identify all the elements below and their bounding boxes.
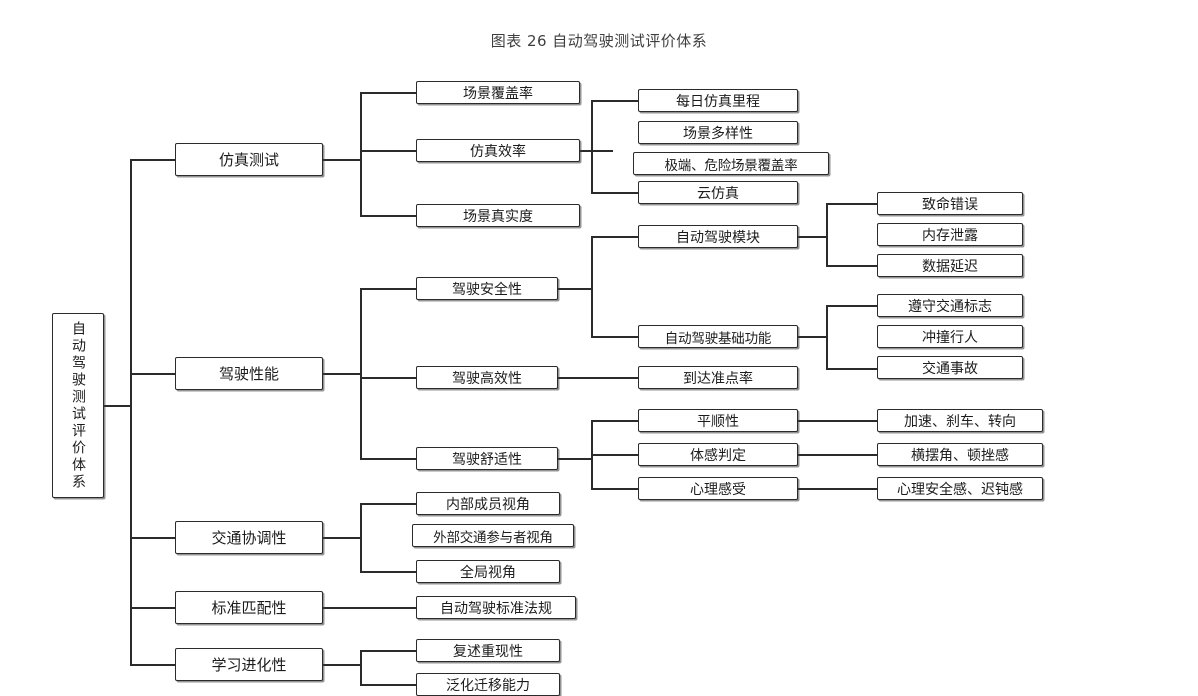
connector-module-vertical bbox=[826, 203, 828, 265]
connector-sim-to-efficiency bbox=[360, 150, 417, 152]
connector-sim-to-coverage bbox=[360, 92, 417, 94]
node-external-participant-view[interactable]: 外部交通参与者视角 bbox=[412, 524, 574, 547]
connector-efficiency-out bbox=[580, 150, 613, 152]
node-data-latency[interactable]: 数据延迟 bbox=[877, 254, 1023, 277]
connector-module-to-fatal bbox=[826, 203, 877, 205]
node-fatal-error[interactable]: 致命错误 bbox=[877, 192, 1023, 215]
node-simulation-test[interactable]: 仿真测试 bbox=[175, 143, 323, 176]
connector-psych-to-safety-feel bbox=[798, 488, 877, 490]
connector-basic-to-accident bbox=[826, 368, 877, 370]
connector-traffic-out bbox=[322, 537, 362, 539]
node-learning-evolution[interactable]: 学习进化性 bbox=[175, 648, 323, 681]
connector-trunk-to-learning bbox=[130, 664, 176, 666]
connector-safety-vertical bbox=[591, 236, 593, 337]
connector-efficiency-to-cloudsim bbox=[591, 192, 639, 194]
node-internal-occupant-view[interactable]: 内部成员视角 bbox=[416, 492, 560, 515]
connector-driveeff-to-punctual bbox=[558, 377, 640, 379]
node-accel-brake-steer[interactable]: 加速、刹车、转向 bbox=[877, 409, 1043, 432]
connector-module-to-latency bbox=[826, 265, 877, 267]
node-generalization-transfer[interactable]: 泛化迁移能力 bbox=[416, 673, 560, 696]
connector-perf-to-comfort bbox=[360, 458, 417, 460]
node-yaw-angle-jerk[interactable]: 横摆角、顿挫感 bbox=[877, 443, 1043, 466]
connector-traffic-vertical bbox=[360, 503, 362, 571]
node-scenario-fidelity[interactable]: 场景真实度 bbox=[416, 204, 580, 227]
connector-safety-out bbox=[558, 288, 593, 290]
connector-learning-vertical bbox=[360, 650, 362, 685]
connector-traffic-to-internal bbox=[360, 503, 417, 505]
connector-learning-to-transfer bbox=[360, 684, 417, 686]
connector-basic-vertical bbox=[826, 305, 828, 368]
node-smoothness[interactable]: 平顺性 bbox=[638, 409, 798, 432]
connector-trunk-to-sim bbox=[130, 159, 176, 161]
connector-standard-to-regulation bbox=[322, 607, 417, 609]
node-autonomous-driving-module[interactable]: 自动驾驶模块 bbox=[638, 225, 798, 248]
connector-comfort-to-bodyfeel bbox=[591, 454, 640, 456]
node-pedestrian-collision[interactable]: 冲撞行人 bbox=[877, 325, 1023, 348]
connector-perf-out bbox=[322, 373, 362, 375]
node-traffic-accident[interactable]: 交通事故 bbox=[877, 356, 1023, 379]
connector-perf-vertical bbox=[360, 288, 362, 459]
node-daily-sim-mileage[interactable]: 每日仿真里程 bbox=[638, 89, 798, 112]
node-standard-matching[interactable]: 标准匹配性 bbox=[175, 591, 323, 624]
figure-title: 图表 26 自动驾驶测试评价体系 bbox=[490, 32, 708, 50]
node-psych-safety-dullness[interactable]: 心理安全感、迟钝感 bbox=[877, 477, 1043, 500]
node-body-sensation[interactable]: 体感判定 bbox=[638, 443, 798, 466]
connector-sim-out bbox=[322, 159, 362, 161]
node-ad-standards-regulations[interactable]: 自动驾驶标准法规 bbox=[416, 596, 576, 619]
connector-basic-out bbox=[798, 336, 828, 338]
connector-perf-to-efficiency bbox=[360, 377, 417, 379]
connector-root-trunk bbox=[104, 405, 132, 407]
connector-trunk-to-traffic bbox=[130, 537, 176, 539]
node-root[interactable]: 自动驾驶测试评价体系 bbox=[52, 313, 104, 498]
connector-trunk-to-standard bbox=[130, 607, 176, 609]
connector-smooth-to-accel bbox=[798, 420, 877, 422]
node-scenario-diversity[interactable]: 场景多样性 bbox=[638, 121, 798, 144]
node-driving-safety[interactable]: 驾驶安全性 bbox=[416, 277, 558, 300]
connector-safety-to-module bbox=[591, 236, 640, 238]
node-scenario-coverage[interactable]: 场景覆盖率 bbox=[416, 81, 580, 104]
connector-bodyfeel-to-yaw bbox=[798, 454, 877, 456]
connector-learning-to-repeat bbox=[360, 650, 417, 652]
node-global-view[interactable]: 全局视角 bbox=[416, 560, 560, 583]
node-driving-performance[interactable]: 驾驶性能 bbox=[175, 357, 323, 390]
connector-learning-out bbox=[322, 664, 362, 666]
connector-traffic-to-global bbox=[360, 571, 417, 573]
connector-efficiency-to-mileage bbox=[591, 100, 639, 102]
node-psychological-feeling[interactable]: 心理感受 bbox=[638, 477, 798, 500]
connector-trunk-to-perf bbox=[130, 373, 176, 375]
connector-module-out bbox=[798, 236, 828, 238]
node-simulation-efficiency[interactable]: 仿真效率 bbox=[416, 139, 580, 162]
node-driving-comfort[interactable]: 驾驶舒适性 bbox=[416, 447, 558, 470]
node-traffic-coordination[interactable]: 交通协调性 bbox=[175, 521, 323, 554]
node-driving-efficiency[interactable]: 驾驶高效性 bbox=[416, 366, 558, 389]
connector-perf-to-safety bbox=[360, 288, 417, 290]
node-replay-reproducibility[interactable]: 复述重现性 bbox=[416, 639, 560, 662]
connector-comfort-to-psych bbox=[591, 488, 640, 490]
connector-sim-vertical bbox=[360, 92, 362, 216]
connector-sim-to-fidelity bbox=[360, 215, 417, 217]
connector-safety-to-basic bbox=[591, 336, 640, 338]
node-memory-leak[interactable]: 内存泄露 bbox=[877, 223, 1023, 246]
connector-comfort-out bbox=[558, 458, 593, 460]
connector-trunk-vertical bbox=[130, 159, 132, 665]
node-cloud-simulation[interactable]: 云仿真 bbox=[638, 181, 798, 204]
connector-comfort-to-smooth bbox=[591, 420, 640, 422]
connector-basic-to-signs bbox=[826, 305, 877, 307]
node-autonomous-driving-basic-function[interactable]: 自动驾驶基础功能 bbox=[638, 325, 798, 348]
connector-efficiency-vertical bbox=[591, 100, 593, 193]
node-extreme-risky-scenario-coverage[interactable]: 极端、危险场景覆盖率 bbox=[633, 152, 829, 175]
node-obey-traffic-signs[interactable]: 遵守交通标志 bbox=[877, 294, 1023, 317]
node-arrival-punctuality-rate[interactable]: 到达准点率 bbox=[638, 366, 798, 389]
